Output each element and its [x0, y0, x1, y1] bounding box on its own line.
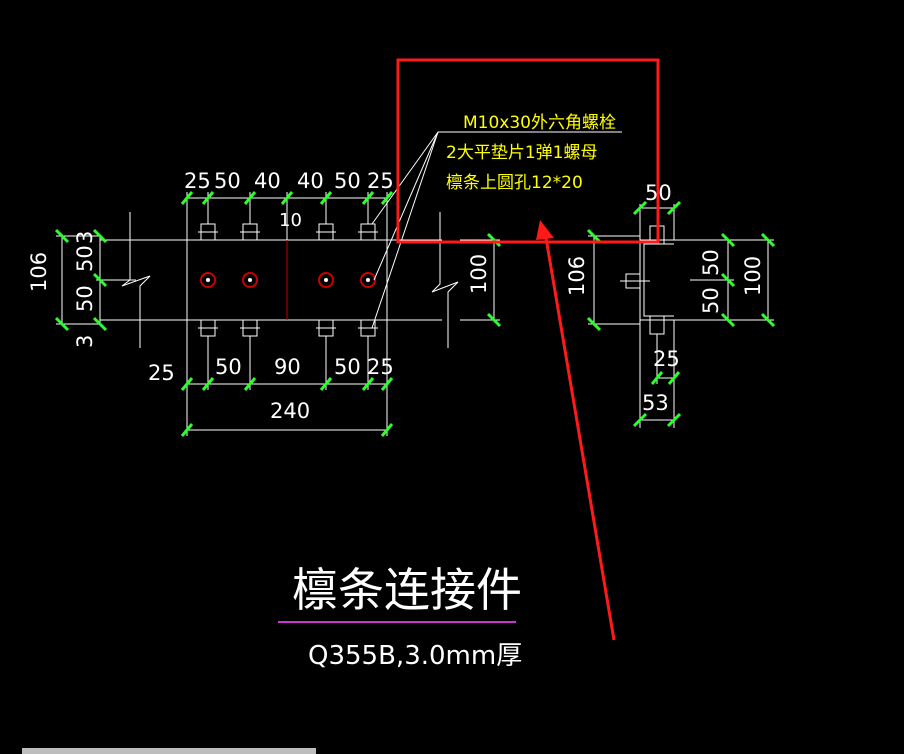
section-bolt-bottom [649, 315, 665, 335]
hole-center [248, 278, 252, 282]
bolt-symbol-top [316, 223, 336, 241]
plan-view: 25 50 40 40 50 25 10 25 50 90 50 [27, 169, 502, 437]
highlight-arrow-head [536, 220, 554, 240]
left-dim-label: 106 [27, 252, 51, 292]
break-line-right [431, 212, 459, 348]
annotation-line-2: 2大平垫片1弹1螺母 [446, 143, 597, 163]
bolt-hole [200, 272, 216, 288]
bolt-symbol-bottom [198, 319, 218, 337]
drawing-title: 檩条连接件 [292, 563, 522, 617]
bottom-dim-label: 90 [274, 355, 301, 379]
hole-center [324, 278, 328, 282]
left-dim-label: 50 [73, 285, 97, 312]
annotation-line-3: 檩条上圆孔12*20 [446, 173, 583, 193]
section-right-dim-label: 100 [741, 256, 765, 296]
bolt-holes [200, 272, 376, 288]
leader-line [371, 131, 439, 329]
highlight-arrow-shaft [543, 231, 616, 641]
section-view: 106 50 50 50 100 25 53 [565, 181, 776, 428]
total-dim-label: 240 [270, 399, 310, 423]
section-right-dim-label: 50 [699, 287, 723, 314]
top-dim-label: 40 [297, 169, 324, 193]
break-line-left [121, 212, 151, 348]
bolt-hole [360, 272, 376, 288]
left-dimension-chain: 106 3 50 50 3 [27, 228, 136, 348]
bottom-dimension-chain: 25 50 90 50 25 240 [148, 320, 394, 437]
bottom-dim-label: 25 [367, 355, 394, 379]
top-dim-label: 25 [367, 169, 394, 193]
highlight-box [396, 58, 660, 244]
plan-right-dimension: 100 [460, 232, 502, 328]
leader-line [371, 131, 439, 225]
bolt-symbol-top [198, 223, 218, 241]
bolt-symbol-top [358, 223, 378, 241]
bolt-annotation: M10x30外六角螺栓 2大平垫片1弹1螺母 檩条上圆孔12*20 [371, 113, 622, 329]
channel-inner [643, 243, 674, 317]
top-dim-label: 25 [184, 169, 211, 193]
bottom-dim-label: 50 [334, 355, 361, 379]
bottom-dim-label: 50 [215, 355, 242, 379]
annotation-line-1: M10x30外六角螺栓 [463, 113, 616, 133]
hole-center [206, 278, 210, 282]
top-dim-label: 50 [214, 169, 241, 193]
top-dim-label: 50 [334, 169, 361, 193]
left-dim-label: 50 [73, 245, 97, 272]
bolt-symbol-top [240, 223, 260, 241]
section-bottom-dim-label: 25 [653, 347, 680, 371]
bolt-symbol-bottom [358, 319, 378, 337]
bolt-symbols [198, 223, 378, 337]
title-block: 檩条连接件 Q355B,3.0mm厚 [278, 563, 522, 671]
channel-section [639, 239, 674, 321]
top-dimension-chain: 25 50 40 40 50 25 10 [180, 169, 394, 240]
section-left-dim-label: 106 [565, 256, 589, 296]
left-dim-label: 3 [73, 231, 97, 244]
bolt-hole [318, 272, 334, 288]
plan-right-dim-label: 100 [467, 254, 491, 294]
material-spec: Q355B,3.0mm厚 [308, 641, 522, 671]
top-dim-label: 40 [254, 169, 281, 193]
bottom-scrollbar-fragment [22, 748, 316, 754]
red-markup [396, 58, 660, 641]
bolt-symbol-bottom [240, 319, 260, 337]
bolt-symbol-bottom [316, 319, 336, 337]
leader-line [373, 131, 439, 281]
bolt-hole [242, 272, 258, 288]
gap-dim-label: 10 [279, 210, 302, 231]
hole-center [366, 278, 370, 282]
section-bottom-dim-label: 53 [642, 391, 669, 415]
bottom-dim-label: 25 [148, 361, 175, 385]
section-right-dim-label: 50 [699, 249, 723, 276]
left-dim-label: 3 [73, 335, 97, 348]
